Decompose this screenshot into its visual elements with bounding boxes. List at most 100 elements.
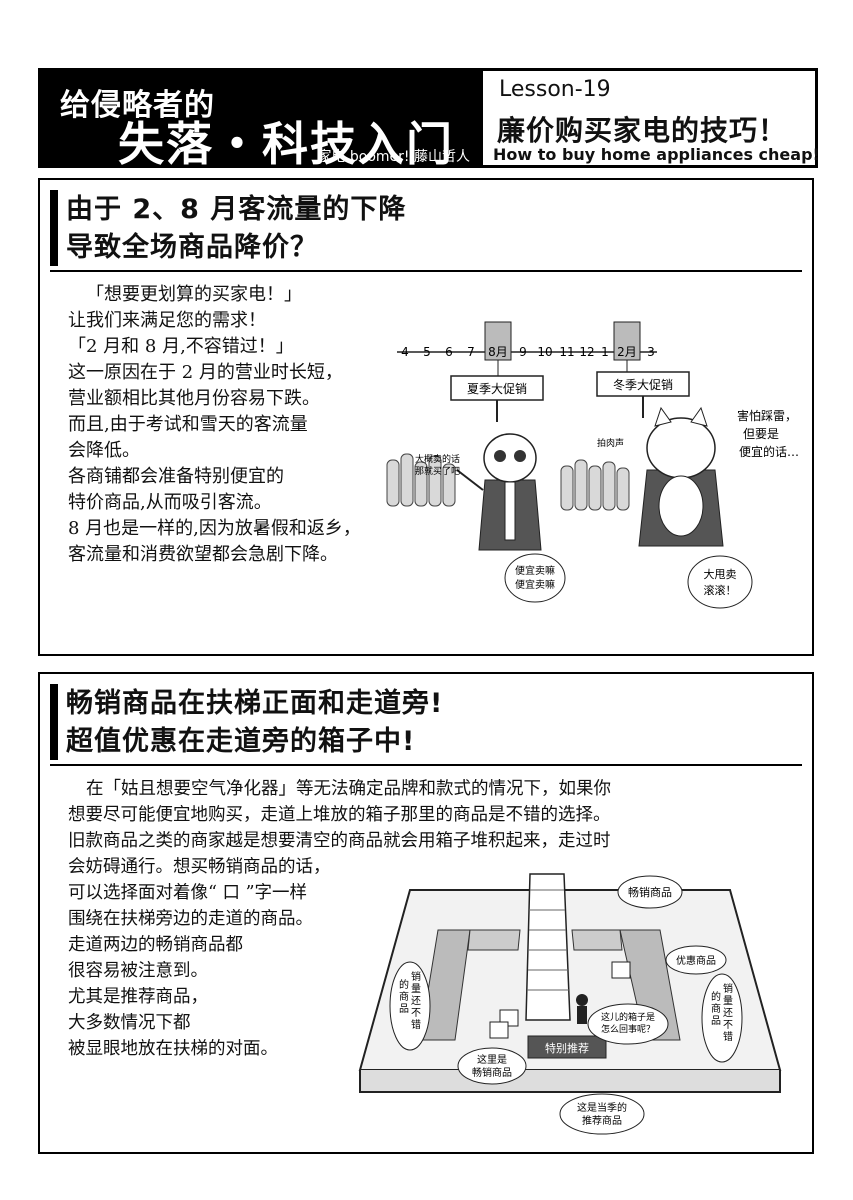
special-recommend-label: 特别推荐 (545, 1041, 589, 1055)
bubble-sell-line2: 便宜卖嘛 (515, 578, 555, 591)
label-right-char: 品 (711, 1015, 721, 1027)
left-crowd (386, 453, 456, 507)
body-line: 围绕在扶梯旁边的走道的商品。 (68, 909, 313, 929)
middle-crowd (560, 459, 630, 511)
heading-accent-bar (50, 190, 58, 266)
body-line: 而且,由于考试和雪天的客流量 (68, 414, 308, 435)
section-store-layout: 畅销商品在扶梯正面和走道旁! 超值优惠在走道旁的箱子中! 在「姑且想要空气净化器… (38, 672, 814, 1154)
body-line: 会降低。 (68, 440, 140, 461)
body-line: 可以选择面对着像“ 口 ”字一样 (68, 883, 308, 903)
bubble-buy-line2: 那就买了吧 (415, 465, 460, 477)
author-credit: 家电 boomer! 藤山哲人 (317, 149, 470, 165)
body-line: 想要尽可能便宜地购买，走道上堆放的箱子那里的商品是不错的选择。 (68, 805, 611, 825)
speech-bubble (504, 553, 566, 603)
month-tick: 1 (601, 345, 609, 359)
body-line: 营业额相比其他月份容易下跌。 (68, 388, 320, 409)
body-line: 会妨碍通行。想买畅销商品的话， (68, 857, 331, 877)
month-tick: 6 (445, 345, 453, 359)
label-right-char: 的 (711, 990, 721, 1003)
body-line: 很容易被注意到。 (68, 961, 208, 981)
month-tick: 12 (579, 345, 594, 359)
page-title: 廉价购买家电的技巧！ (497, 114, 788, 147)
label-here-line2: 畅销商品 (472, 1066, 512, 1079)
label-seasonal-line1: 这是当季的 (577, 1101, 627, 1114)
section1-body: 「想要更划算的买家电！」 让我们来满足您的需求！ 「2 月和 8 月,不容错过！… (68, 282, 361, 568)
summer-sale-label: 夏季大促销 (467, 382, 527, 396)
bubble-afraid-line1: 害怕踩雷， (737, 408, 797, 423)
tanuki-salesman (456, 433, 542, 551)
winter-sale-sign (596, 371, 690, 397)
section2-heading-line2: 超值优惠在走道旁的箱子中! (66, 726, 416, 757)
month-tick: 7 (467, 345, 475, 359)
month-tick: 4 (401, 345, 409, 359)
section1-heading-line1: 由于 2、8 月客流量的下降 (66, 194, 407, 225)
body-line: 在「姑且想要空气净化器」等无法确定品牌和款式的情况下，如果你 (86, 779, 611, 799)
crowd-label: 拍肉声 (597, 437, 624, 449)
label-seasonal-line2: 推荐商品 (582, 1114, 622, 1127)
month-tick: 11 (559, 345, 574, 359)
label-right-char: 销 (723, 982, 733, 995)
bubble-afraid-line2: 但要是 (743, 427, 779, 441)
bubble-sale-line1: 大甩卖 (704, 567, 737, 581)
right-shelf (619, 929, 681, 1041)
label-left-char: 品 (399, 1003, 409, 1015)
label-left-char: 错 (411, 1018, 421, 1031)
section2-heading-line1: 畅销商品在扶梯正面和走道旁! (66, 688, 444, 719)
label-bestseller-top: 畅销商品 (628, 885, 672, 899)
label-deal: 优惠商品 (676, 954, 716, 967)
stacked-box (489, 1021, 509, 1039)
speech-bubble (687, 555, 753, 609)
label-right-char: 不 (723, 1020, 733, 1031)
series-title-line1: 给侵略者的 (60, 88, 215, 123)
series-title-line2: 失落・科技入门 (118, 117, 454, 171)
lesson-number: Lesson-19 (499, 77, 611, 102)
body-line: 8 月也是一样的,因为放暑假和返乡， (68, 518, 361, 539)
body-line: 大多数情况下都 (68, 1013, 191, 1033)
label-right-char: 错 (723, 1030, 733, 1043)
body-line: 尤其是推荐商品， (68, 987, 208, 1007)
body-line: 「想要更划算的买家电！」 (86, 284, 302, 305)
label-what-line2: 怎么回事呢？ (601, 1023, 655, 1035)
month-tick: 9 (519, 345, 527, 359)
body-line: 各商铺都会准备特别便宜的 (68, 466, 284, 487)
body-line: 特价商品,从而吸引客流。 (68, 492, 272, 513)
body-line: 被显眼地放在扶梯的对面。 (68, 1039, 278, 1059)
label-what-line1: 这儿的箱子是 (601, 1011, 655, 1023)
bubble-afraid-line3: 便宜的话… (739, 444, 799, 459)
body-line: 让我们来满足您的需求！ (68, 310, 266, 331)
label-left-char: 还 (411, 995, 421, 1007)
label-here-line1: 这里是 (477, 1053, 507, 1066)
month-tick: 5 (423, 345, 431, 359)
shopper-figure (576, 994, 588, 1024)
bubble-sell-line1: 便宜卖嘛 (515, 564, 555, 577)
bubble-buy-line1: 大概卖的话 (415, 453, 460, 465)
body-line: 客流量和消费欲望都会急剧下降。 (68, 544, 338, 565)
body-line: 旧款商品之类的商家越是想要清空的商品就会用箱子堆积起来，走过时 (68, 831, 611, 851)
section1-divider (50, 270, 802, 272)
bubble-sale-line2: 滚滚！ (704, 583, 737, 597)
section-sale-months: 由于 2、8 月客流量的下降 导致全场商品降价？ 「想要更划算的买家电！」 让我… (38, 178, 814, 656)
sale-months-illustration: 4 5 6 7 8月 9 10 11 12 1 2月 3 夏季大促销 冬季大促销 (386, 321, 799, 609)
label-left-char: 销 (411, 970, 421, 983)
label-right-char: 量 (723, 995, 733, 1007)
section2-divider (50, 764, 802, 766)
escalator (525, 873, 571, 1021)
body-line: 这一原因在于 2 月的营业时长短， (68, 362, 343, 383)
label-left-char: 不 (411, 1008, 421, 1019)
cat-salesman (638, 406, 724, 547)
label-right-char: 还 (723, 1007, 733, 1019)
label-left-char: 量 (411, 983, 421, 995)
label-left-char: 商 (399, 990, 409, 1003)
month-tick: 3 (647, 345, 655, 359)
month-tick: 8月 (488, 345, 508, 359)
month-tick: 10 (537, 345, 552, 359)
winter-sale-label: 冬季大促销 (613, 377, 673, 392)
month-tick: 2月 (617, 345, 637, 359)
label-left-char: 的 (399, 978, 409, 991)
heading-accent-bar (50, 684, 58, 760)
lesson-title-box: Lesson-19 廉价购买家电的技巧！ How to buy home app… (480, 68, 820, 168)
label-right-char: 商 (711, 1002, 721, 1015)
series-banner: 给侵略者的 失落・科技入门 家电 boomer! 藤山哲人 (38, 68, 480, 171)
february-highlight (613, 321, 641, 361)
section2-body-wide: 在「姑且想要空气净化器」等无法确定品牌和款式的情况下，如果你 想要尽可能便宜地购… (68, 776, 611, 854)
